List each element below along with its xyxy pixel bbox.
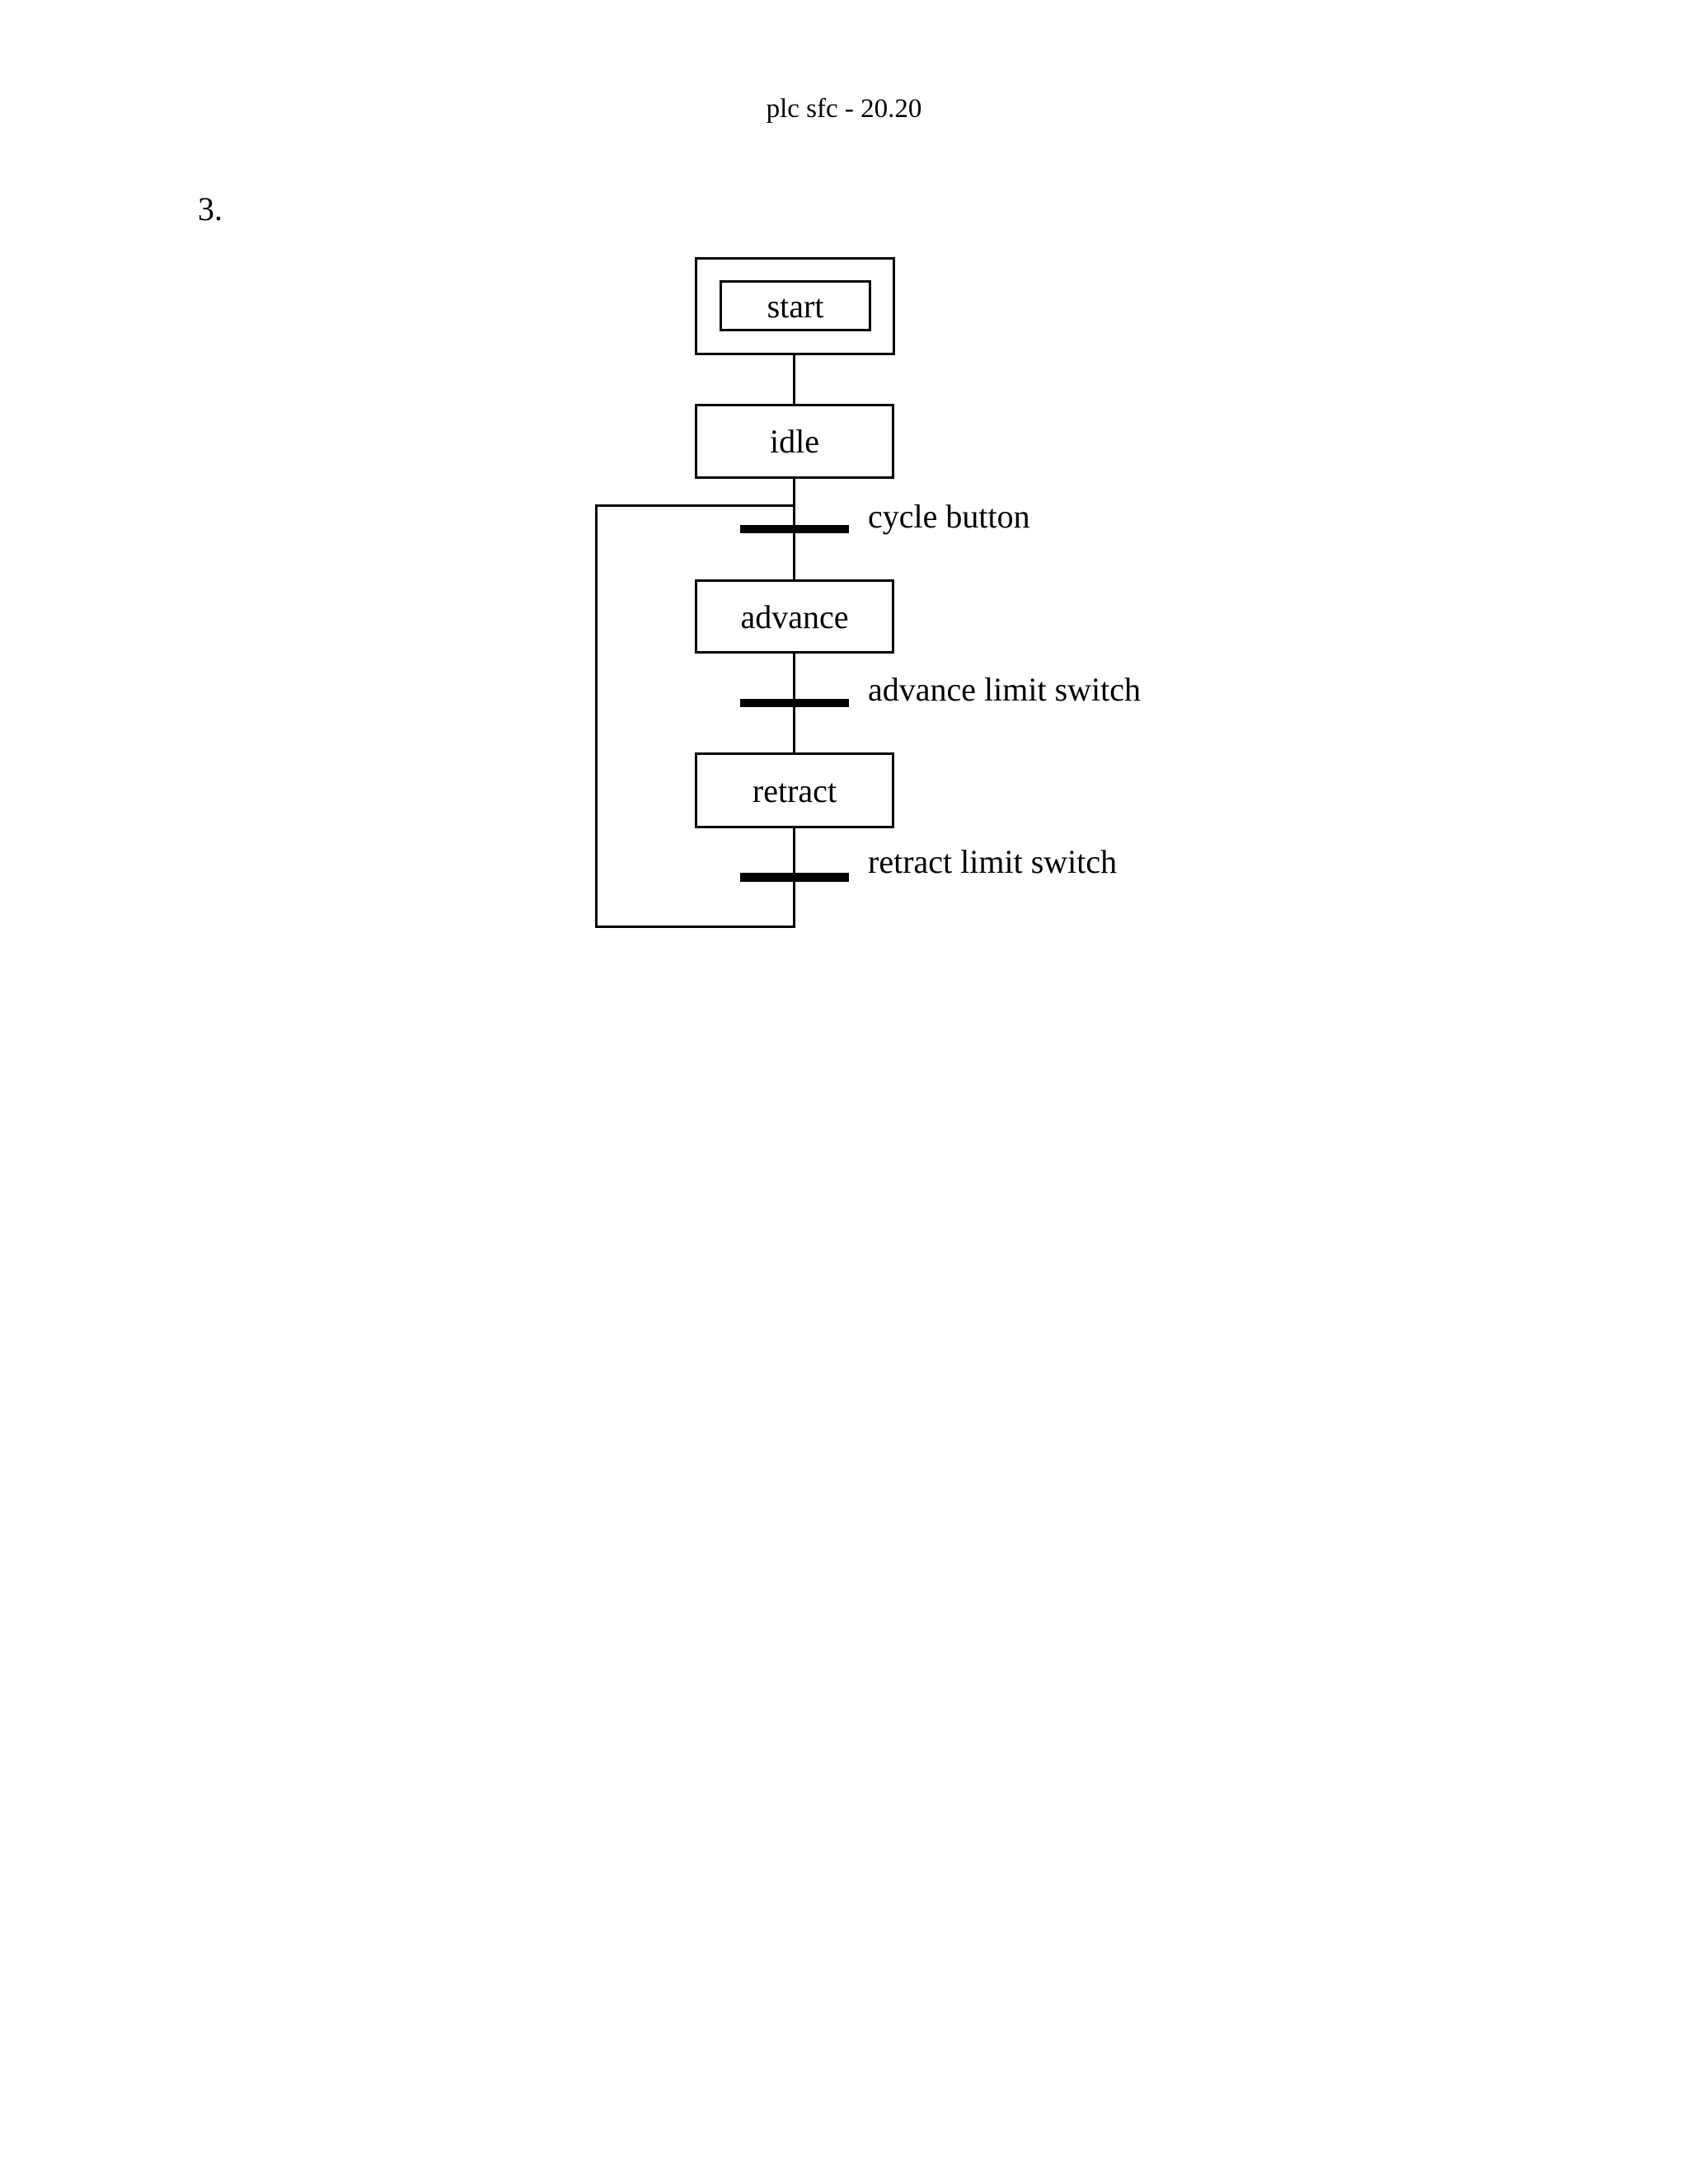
step-start-outer-box: start bbox=[695, 257, 895, 355]
step-advance-box: advance bbox=[695, 579, 894, 654]
page-header: plc sfc - 20.20 bbox=[766, 94, 922, 124]
step-start-label: start bbox=[767, 287, 824, 325]
step-start-inner-box: start bbox=[720, 280, 871, 331]
transition-label-retract-limit-switch: retract limit switch bbox=[868, 843, 1118, 880]
flow-line-start-idle bbox=[793, 355, 795, 404]
step-idle-label: idle bbox=[770, 423, 819, 460]
step-advance-label: advance bbox=[740, 598, 849, 635]
loop-return-line bbox=[595, 504, 795, 928]
transition-bar-retract-limit-switch bbox=[740, 873, 849, 882]
step-retract-box: retract bbox=[695, 752, 894, 828]
transition-label-cycle-button: cycle button bbox=[868, 498, 1030, 535]
problem-number: 3. bbox=[198, 190, 223, 227]
transition-label-advance-limit-switch: advance limit switch bbox=[868, 671, 1142, 708]
step-idle-box: idle bbox=[695, 404, 894, 479]
transition-bar-advance-limit-switch bbox=[740, 699, 849, 707]
transition-bar-cycle-button bbox=[740, 525, 849, 533]
step-retract-label: retract bbox=[752, 771, 837, 809]
